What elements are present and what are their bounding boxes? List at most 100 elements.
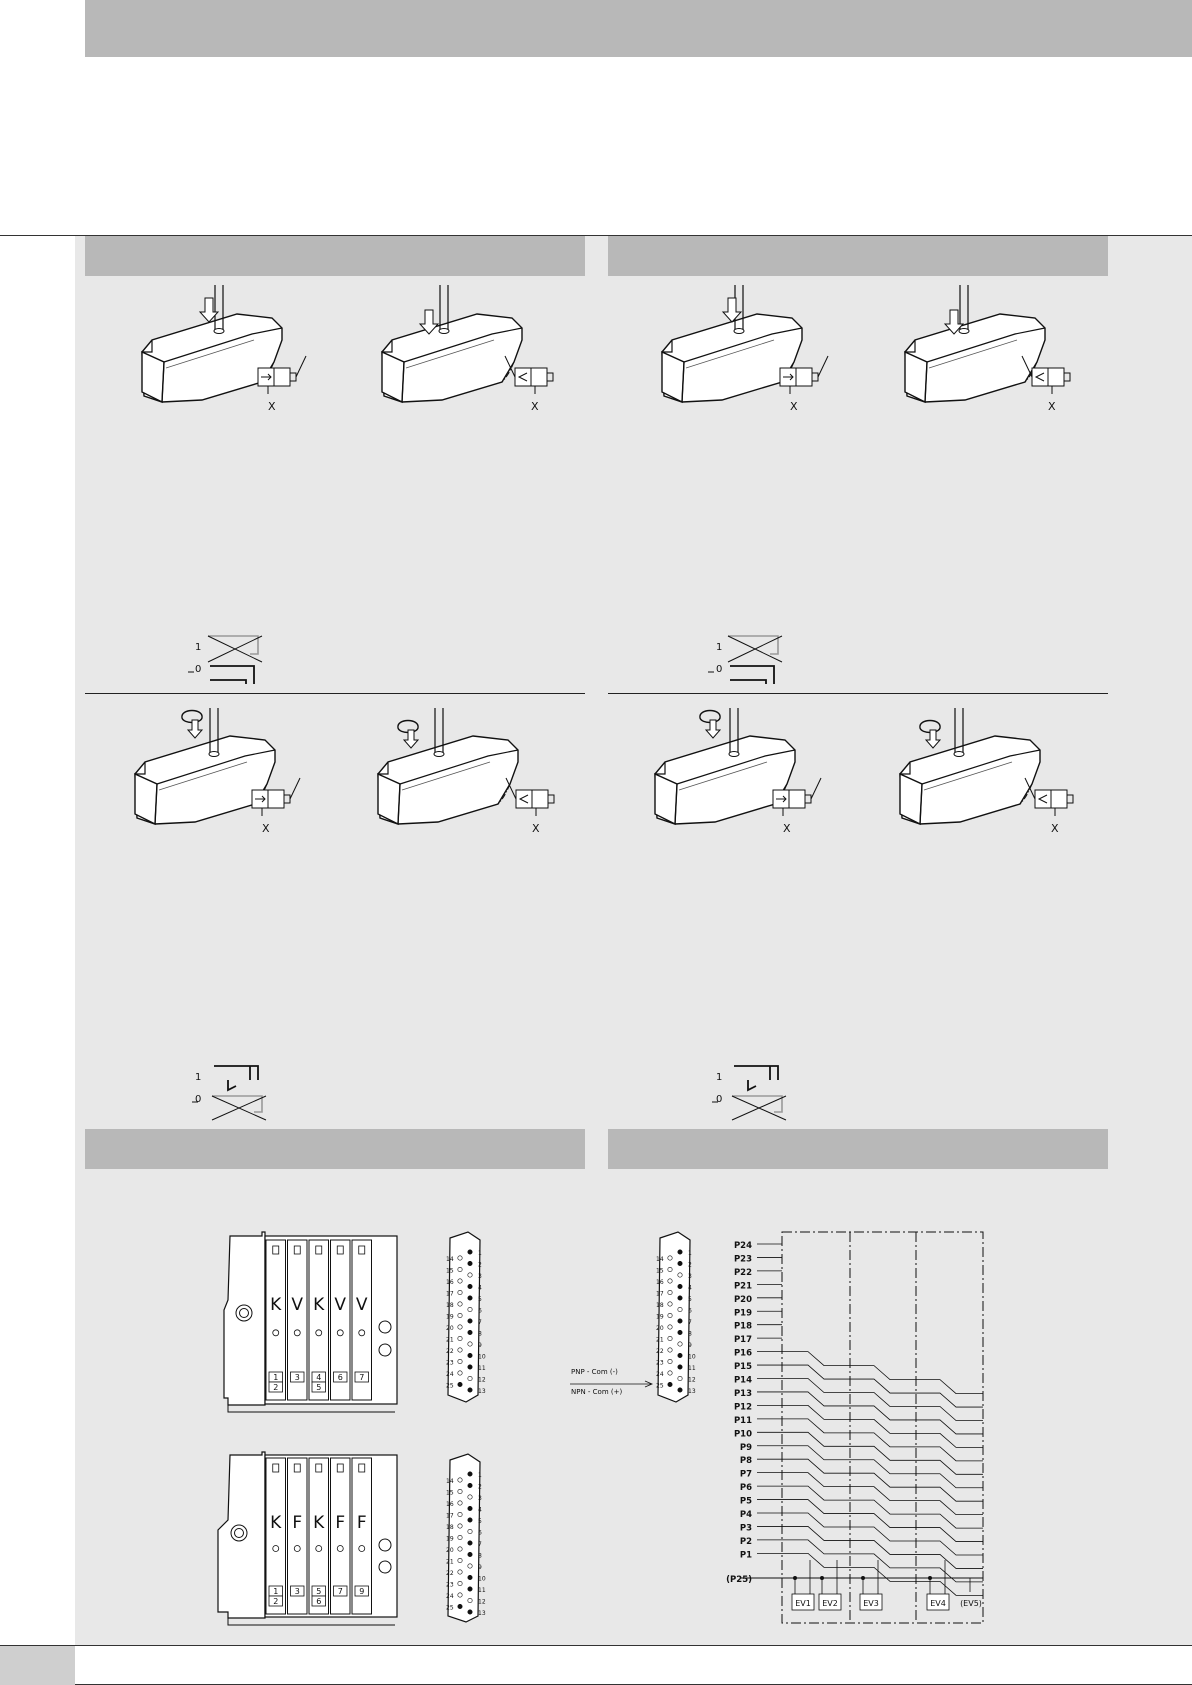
conn-bottom-pin-a-25 [457,1604,463,1610]
wiring-pin-label-P8: P8 [740,1456,752,1466]
conn-wiring-pin-b-label-10: 10 [688,1354,696,1361]
state-zero-label-4: 0 [716,1094,723,1105]
top-module-led-5 [358,1245,366,1255]
content-panel [75,236,1192,1645]
conn-wiring-pin-b-label-7: 7 [688,1319,692,1326]
footer-divider [0,1645,1192,1646]
bottom-port-box-3-2 [311,1595,326,1607]
wiring-route-P11 [757,1418,983,1462]
conn-bottom-pin-b-13 [467,1609,473,1615]
top-port-label-3-1: 4 [316,1373,321,1382]
conn-bottom-pin-a-label-20: 20 [446,1547,454,1554]
conn-bottom-pin-b-7 [467,1540,473,1546]
top-port-box-1-2 [268,1381,283,1393]
conn-wiring-pin-b-label-11: 11 [688,1365,696,1372]
top-port-box-5-1 [354,1371,369,1383]
wiring-route-P15 [757,1364,983,1408]
wiring-pin-label-P6: P6 [740,1483,752,1493]
valve-lead-5 [965,1577,975,1592]
conn-top-pin-a-label-25: 25 [446,1383,454,1390]
bottom-module-led-2 [293,1463,301,1473]
section-header-manual-push-right [608,236,1108,276]
conn-wiring-pin-a-label-23: 23 [656,1360,664,1367]
conn-wiring-pin-b-10 [677,1353,683,1359]
top-module-label-5: V [356,1295,368,1315]
conn-top-pin-a-25 [457,1382,463,1388]
wiring-pin-label-P19: P19 [734,1308,752,1318]
header-bar [85,0,1192,57]
section-header-wiring [608,1129,1108,1169]
conn-wiring-pin-b-12 [677,1376,683,1382]
top-module-led-1 [272,1245,280,1255]
top-port-label-1-2: 2 [273,1383,278,1392]
conn-top-pin-b-label-3: 3 [478,1273,482,1280]
header-divider [0,235,1192,236]
conn-bottom-pin-b-label-12: 12 [478,1599,486,1606]
bottom-module-label-3: K [313,1513,325,1533]
conn-top-pin-a-label-16: 16 [446,1279,454,1286]
wiring-pin-label-P7: P7 [740,1470,752,1480]
conn-wiring-pin-a-20 [667,1324,673,1330]
state-zero-label-1: 0 [195,664,202,675]
top-module-label-1: K [270,1295,282,1315]
conn-top-pin-a-label-19: 19 [446,1314,454,1321]
conn-top-pin-a-21 [457,1336,463,1342]
conn-wiring-pin-a-label-22: 22 [656,1348,664,1355]
conn-top-pin-a-label-20: 20 [446,1325,454,1332]
top-module-label-2: V [291,1295,303,1315]
bottom-port-label-2-1: 3 [295,1587,300,1596]
conn-wiring-pin-b-9 [677,1341,683,1347]
bottom-module-label-1: K [270,1513,282,1533]
wiring-route-P14 [757,1378,983,1421]
conn-bottom-pin-b-6 [467,1529,473,1535]
conn-top-pin-b-label-1: 1 [478,1250,482,1257]
top-module-screw-1 [272,1329,280,1337]
top-module-label-3: K [313,1295,325,1315]
conn-bottom-pin-b-11 [467,1586,473,1592]
wiring-pin-label-P18: P18 [734,1322,752,1332]
wiring-pin-label-P14: P14 [734,1376,752,1386]
valve-rotate-3 [654,707,822,825]
state-zero-label-2: 0 [716,664,723,675]
conn-bottom-pin-a-label-21: 21 [446,1559,454,1566]
top-port-label-4-1: 6 [338,1373,343,1382]
conn-bottom-pin-b-3 [467,1494,473,1500]
conn-bottom-pin-b-label-1: 1 [478,1472,482,1479]
conn-top-pin-b-7 [467,1318,473,1324]
valve-label-3: EV3 [863,1599,879,1608]
bottom-module-screw-4 [336,1545,344,1552]
exhaust-label-7: X [783,822,791,835]
state-one-label-2: 1 [716,642,723,653]
conn-wiring-pin-b-2 [677,1261,683,1267]
conn-wiring-pin-b-label-2: 2 [688,1262,692,1269]
state-one-label-1: 1 [195,642,202,653]
bottom-module-led-5 [358,1463,366,1473]
valve-push-3 [661,284,829,403]
wiring-pin-label-P9: P9 [740,1443,752,1453]
conn-wiring-pin-a-label-18: 18 [656,1302,664,1309]
conn-wiring-pin-a-24 [667,1370,673,1376]
conn-top-pin-b-label-12: 12 [478,1377,486,1384]
conn-top-pin-b-8 [467,1330,473,1336]
conn-top-pin-a-label-23: 23 [446,1360,454,1367]
wiring-pin-label-P17: P17 [734,1335,752,1345]
conn-top-pin-a-23 [457,1359,463,1365]
conn-bottom-pin-b-9 [467,1563,473,1569]
conn-wiring-pin-a-label-19: 19 [656,1314,664,1321]
top-module-4 [330,1239,351,1401]
state-zero-label-3: 0 [195,1094,202,1105]
top-module-screw-4 [336,1329,344,1337]
conn-bottom-pin-b-4 [467,1506,473,1512]
conn-top-pin-b-5 [467,1295,473,1301]
wiring-route-P12 [757,1405,983,1448]
conn-top-pin-b-label-6: 6 [478,1308,482,1315]
bottom-port-label-3-2: 6 [316,1597,321,1606]
conn-bottom-pin-a-label-25: 25 [446,1605,454,1612]
top-port-label-3-2: 5 [316,1383,321,1392]
conn-top-pin-b-4 [467,1284,473,1290]
wiring-pin-label-P4: P4 [740,1510,752,1520]
bottom-port-box-4-1 [333,1585,348,1597]
conn-top-pin-a-15 [457,1267,463,1273]
top-port-box-3-2 [311,1381,326,1393]
conn-wiring-pin-a-label-17: 17 [656,1291,664,1298]
